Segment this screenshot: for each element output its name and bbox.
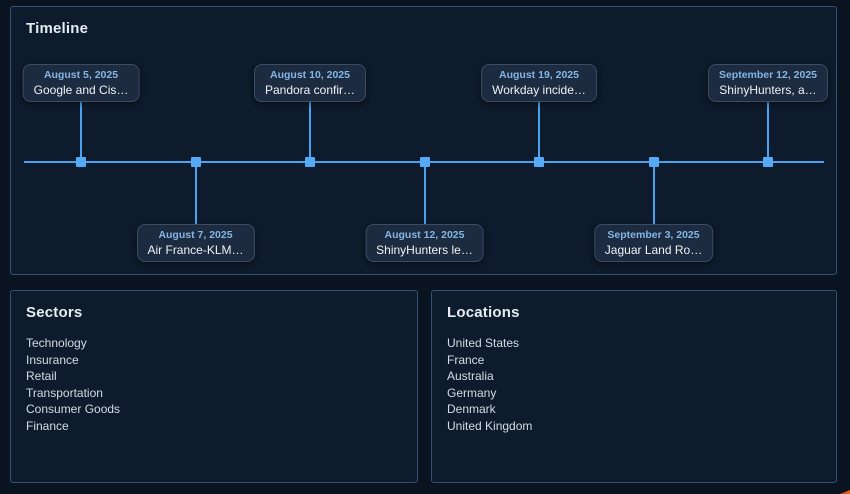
sector-item: Technology bbox=[26, 336, 87, 350]
timeline-marker[interactable] bbox=[648, 157, 659, 167]
timeline-connector bbox=[767, 101, 769, 162]
timeline-event-date: September 12, 2025 bbox=[718, 69, 818, 81]
sector-item: Insurance bbox=[26, 352, 79, 367]
sector-item: Retail bbox=[26, 369, 57, 383]
timeline-event-title: ShinyHunters, a… bbox=[719, 83, 817, 97]
timeline-event-date: August 5, 2025 bbox=[43, 69, 119, 81]
sectors-panel-title: Sectors bbox=[26, 304, 83, 321]
sector-item: Finance bbox=[26, 418, 69, 433]
timeline-event-date: August 10, 2025 bbox=[270, 69, 350, 81]
timeline-event-date: September 3, 2025 bbox=[607, 229, 700, 241]
timeline-marker[interactable] bbox=[76, 157, 86, 167]
timeline-marker[interactable] bbox=[419, 157, 430, 167]
offscreen-orange-fragment bbox=[837, 490, 850, 494]
timeline-event-title: Workday incide… bbox=[492, 83, 586, 97]
timeline-event-title: Jaguar Land Ro… bbox=[604, 243, 703, 257]
timeline-connector bbox=[194, 163, 197, 224]
locations-panel-title: Locations bbox=[447, 304, 520, 321]
timeline-connector bbox=[423, 163, 426, 224]
location-item: Australia bbox=[447, 369, 494, 383]
timeline-event-date: August 12, 2025 bbox=[384, 229, 465, 241]
location-item: Germany bbox=[447, 385, 497, 400]
timeline-connector bbox=[80, 101, 82, 162]
timeline-event-date: August 19, 2025 bbox=[499, 69, 579, 81]
timeline-event-title: Google and Cis… bbox=[33, 83, 129, 97]
sector-item: Transportation bbox=[26, 385, 103, 400]
timeline-panel-title: Timeline bbox=[26, 20, 89, 37]
timeline-connector bbox=[652, 163, 655, 224]
timeline-marker[interactable] bbox=[534, 157, 544, 167]
location-item: United Kingdom bbox=[447, 418, 533, 433]
timeline-event-title: Pandora confir… bbox=[264, 83, 356, 97]
timeline-event-date: August 7, 2025 bbox=[158, 229, 233, 241]
timeline-event-title: ShinyHunters le… bbox=[376, 243, 473, 257]
timeline-marker[interactable] bbox=[190, 157, 201, 167]
timeline-event-title: Air France-KLM… bbox=[147, 243, 244, 257]
timeline-connector bbox=[538, 101, 540, 162]
timeline-connector bbox=[309, 101, 311, 162]
location-item: United States bbox=[447, 336, 520, 350]
sector-item: Consumer Goods bbox=[26, 402, 121, 416]
location-item: Denmark bbox=[447, 402, 496, 416]
location-item: France bbox=[447, 352, 485, 367]
timeline-marker[interactable] bbox=[763, 157, 773, 167]
timeline-marker[interactable] bbox=[305, 157, 315, 167]
